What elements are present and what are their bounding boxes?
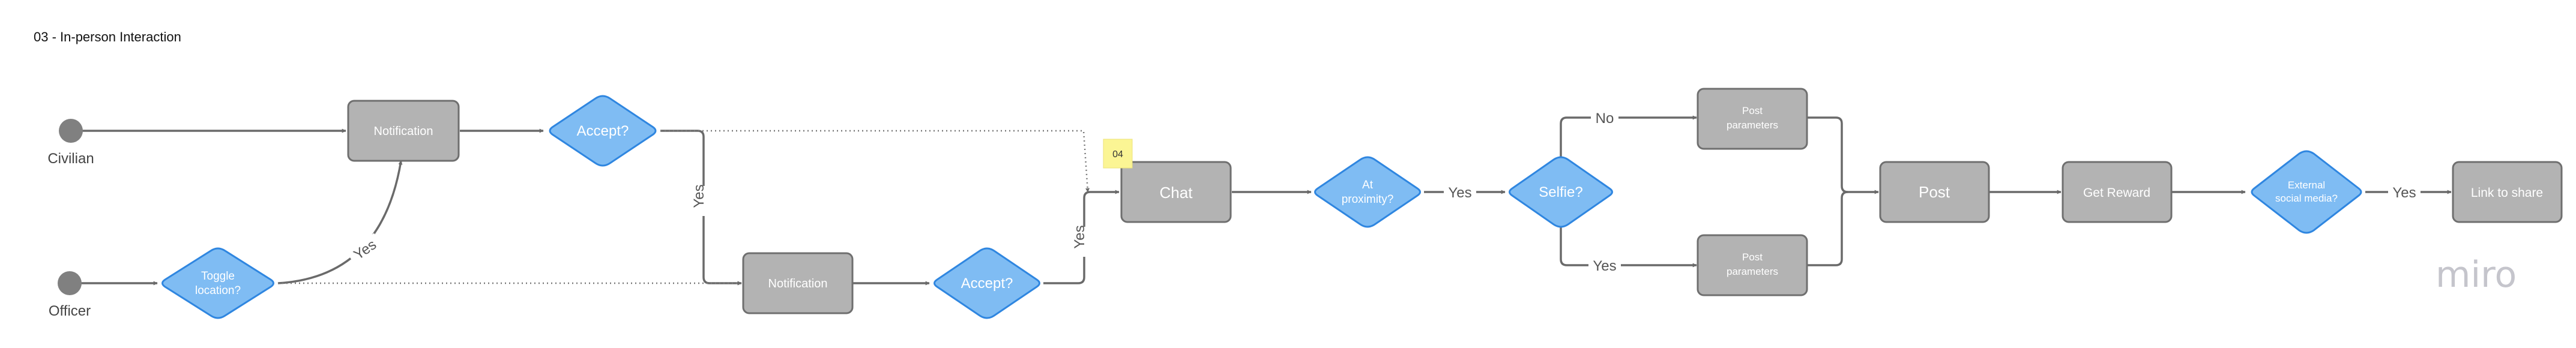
edge-label-selfie-no: No	[1596, 110, 1614, 127]
post-parameters-top-line1: Post	[1742, 105, 1763, 116]
toggle-location-line1: Toggle	[201, 270, 235, 283]
selfie-decision[interactable]: Selfie?	[1509, 156, 1613, 228]
officer-start-node[interactable]: Officer	[49, 271, 91, 319]
edge-selfie-yes[interactable]	[1560, 223, 1697, 268]
link-to-share-box[interactable]: Link to share	[2452, 161, 2563, 223]
edge-label-accept-bottom-yes: Yes	[1072, 225, 1088, 248]
external-social-line1: External	[2288, 179, 2325, 191]
civilian-label: Civilian	[47, 151, 94, 167]
sticky-note[interactable]: 04	[1103, 139, 1133, 169]
edge-accept-top-to-chat-dotted[interactable]	[660, 130, 1090, 193]
edge-label-external-yes: Yes	[2392, 185, 2416, 201]
chat-label: Chat	[1160, 184, 1193, 202]
get-reward-label: Get Reward	[2083, 186, 2150, 200]
edge-selfie-no[interactable]	[1560, 115, 1697, 162]
edge-params-top-to-post[interactable]	[1807, 116, 1879, 194]
external-social-media-decision[interactable]: External social media?	[2251, 150, 2362, 234]
officer-label: Officer	[49, 303, 91, 319]
at-proximity-line2: proximity?	[1342, 193, 1394, 206]
at-proximity-line1: At	[1362, 179, 1374, 191]
selfie-label: Selfie?	[1539, 184, 1582, 200]
edge-toggle-yes-to-notification[interactable]	[277, 160, 403, 284]
sticky-note-label: 04	[1112, 149, 1123, 160]
toggle-location-decision[interactable]: Toggle location?	[161, 247, 274, 319]
page-title: 03 - In-person Interaction	[34, 29, 181, 44]
external-social-line2: social media?	[2275, 193, 2338, 204]
post-parameters-top-box[interactable]: Post parameters	[1697, 88, 1808, 150]
notification-top-label: Notification	[374, 125, 433, 138]
edge-params-bottom-to-post[interactable]	[1807, 191, 1848, 266]
at-proximity-decision[interactable]: At proximity?	[1314, 156, 1421, 228]
miro-watermark: miro	[2436, 254, 2517, 296]
notification-bottom-box[interactable]: Notification	[742, 252, 854, 314]
toggle-location-line2: location?	[195, 284, 241, 297]
chat-box[interactable]: Chat	[1120, 161, 1232, 223]
accept-bottom-decision[interactable]: Accept?	[934, 247, 1040, 319]
post-parameters-bottom-line1: Post	[1742, 251, 1763, 263]
civilian-start-node[interactable]: Civilian	[47, 119, 94, 167]
get-reward-box[interactable]: Get Reward	[2062, 161, 2173, 223]
accept-bottom-label: Accept?	[961, 275, 1013, 292]
post-parameters-bottom-box[interactable]: Post parameters	[1697, 234, 1808, 296]
link-to-share-label: Link to share	[2471, 186, 2543, 200]
post-parameters-bottom-line2: parameters	[1727, 266, 1778, 277]
notification-top-box[interactable]: Notification	[347, 100, 460, 162]
edge-label-proximity-yes: Yes	[1448, 185, 1471, 201]
accept-top-decision[interactable]: Accept?	[549, 95, 657, 167]
accept-top-label: Accept?	[577, 123, 629, 139]
edge-label-selfie-yes: Yes	[1593, 258, 1616, 274]
post-parameters-top-line2: parameters	[1727, 119, 1778, 131]
edge-label-accept-top-yes: Yes	[691, 184, 707, 208]
post-label: Post	[1919, 183, 1950, 201]
notification-bottom-label: Notification	[768, 277, 828, 290]
post-box[interactable]: Post	[1879, 161, 1990, 223]
